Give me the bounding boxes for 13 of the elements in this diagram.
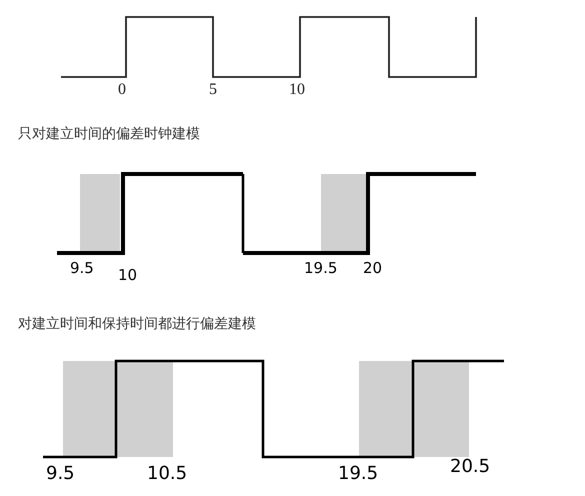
time-mark: 10.5: [147, 465, 188, 483]
section-heading: 只对建立时间的偏差时钟建模: [18, 126, 200, 140]
time-mark: 20: [363, 261, 382, 276]
time-mark: 19.5: [338, 465, 378, 483]
section-heading: 对建立时间和保持时间都进行偏差建模: [18, 316, 256, 330]
time-mark: 0: [118, 82, 126, 98]
time-mark: 5: [209, 82, 217, 98]
time-mark: 9.5: [46, 465, 75, 483]
time-mark: 9.5: [70, 261, 94, 276]
time-mark: 19.5: [304, 261, 338, 276]
time-mark: 10: [118, 268, 138, 283]
time-mark: 10: [289, 82, 305, 98]
time-mark: 20.5: [450, 458, 490, 476]
